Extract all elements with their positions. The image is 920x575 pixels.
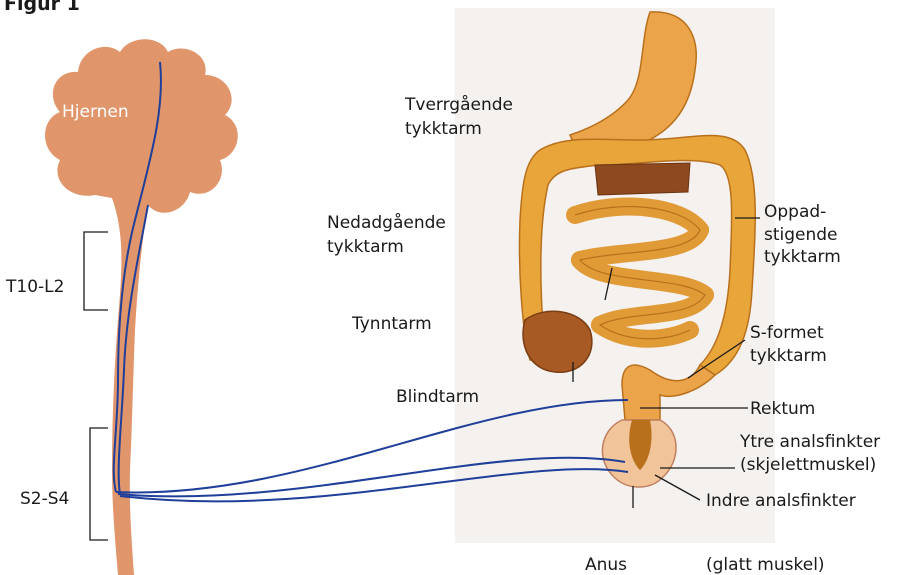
figure-title: Figur 1 (4, 0, 80, 15)
brain (45, 39, 238, 213)
label-transverse-1: Tverrgående (404, 94, 513, 115)
brain-label: Hjernen (62, 102, 129, 122)
label-external-sphincter-1: Ytre analsfinkter (739, 432, 880, 452)
label-external-sphincter-2: (skjelettmuskel) (740, 455, 876, 475)
label-internal-sphincter: Indre analsfinkter (706, 491, 856, 511)
label-ascending-2: stigende (764, 225, 838, 245)
label-cecum: Blindtarm (396, 387, 479, 407)
label-small-intestine: Tynntarm (351, 314, 432, 334)
label-sigmoid-2: tykktarm (750, 346, 827, 366)
label-ascending-3: tykktarm (764, 247, 841, 267)
cecum (523, 311, 592, 372)
label-t10-l2: T10-L2 (5, 277, 64, 297)
label-descending-2: tykktarm (327, 237, 404, 257)
label-ascending-1: Oppad- (764, 202, 826, 222)
transverse-colon-dark (595, 163, 690, 195)
bracket-t10-l2 (84, 232, 108, 310)
label-transverse-2: tykktarm (405, 119, 482, 139)
label-smooth-muscle: (glatt muskel) (706, 555, 825, 575)
label-anus: Anus (585, 555, 627, 575)
label-rectum: Rektum (750, 399, 815, 419)
label-descending-1: Nedadgående (327, 212, 446, 233)
label-sigmoid-1: S-formet (750, 323, 824, 343)
label-s2-s4: S2-S4 (20, 489, 69, 509)
bracket-s2-s4 (90, 428, 108, 540)
